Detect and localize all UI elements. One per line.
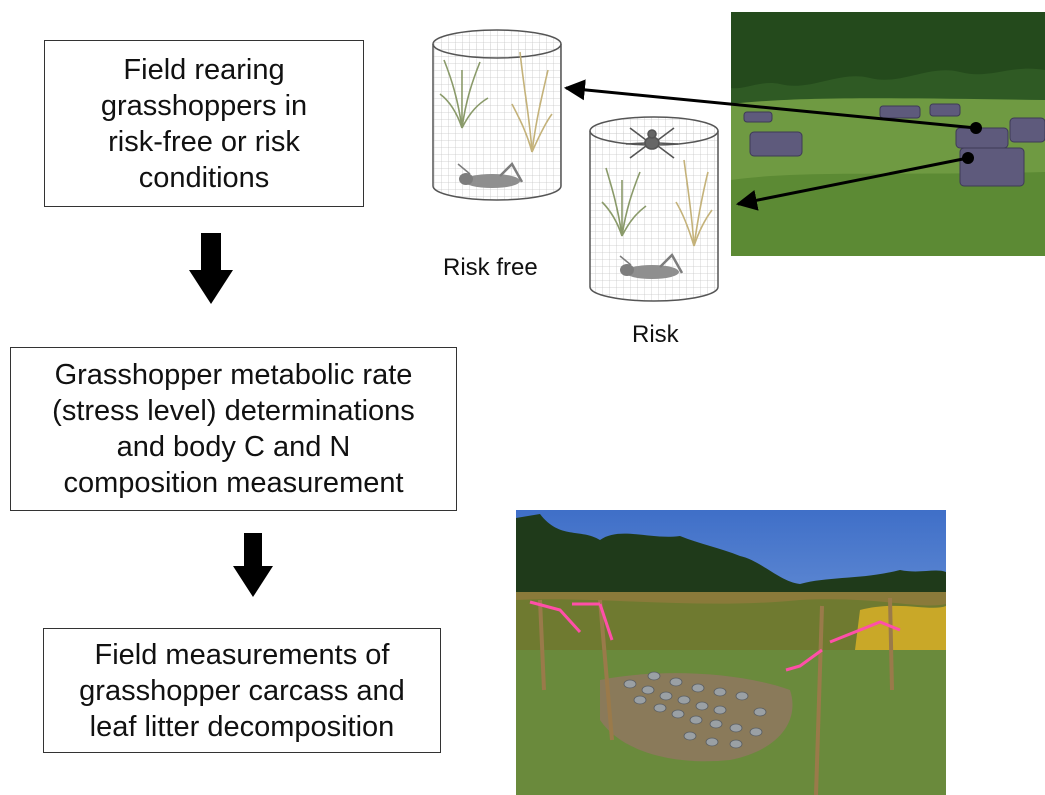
risk-free-label: Risk free bbox=[443, 254, 538, 281]
risk-label: Risk bbox=[632, 321, 679, 348]
grasshopper-icon bbox=[457, 161, 524, 188]
decomposition-plot-photo bbox=[516, 510, 946, 795]
down-arrow-icon bbox=[233, 533, 273, 597]
step-decomposition-text: Field measurements of grasshopper carcas… bbox=[79, 638, 405, 743]
plant-icon bbox=[511, 51, 553, 153]
step-field-rearing-text: Field rearing grasshoppers in risk-free … bbox=[100, 53, 308, 194]
step-metabolic-rate-text: Grasshopper metabolic rate (stress level… bbox=[52, 359, 415, 499]
spider-icon bbox=[625, 127, 679, 159]
step-field-rearing-box: Field rearing grasshoppers in risk-free … bbox=[44, 40, 364, 207]
field-cages-photo bbox=[731, 12, 1045, 256]
step-decomposition-box: Field measurements of grasshopper carcas… bbox=[43, 628, 441, 753]
photo-to-cage-arrows bbox=[563, 79, 982, 211]
plant-icon bbox=[675, 159, 713, 247]
down-arrow-icon bbox=[189, 233, 233, 304]
risk-cage bbox=[589, 116, 719, 302]
plant-icon bbox=[601, 167, 647, 237]
grasshopper-icon bbox=[619, 252, 684, 279]
step-metabolic-rate-box: Grasshopper metabolic rate (stress level… bbox=[10, 347, 457, 511]
risk-free-cage bbox=[432, 29, 562, 201]
plant-icon bbox=[439, 59, 489, 129]
